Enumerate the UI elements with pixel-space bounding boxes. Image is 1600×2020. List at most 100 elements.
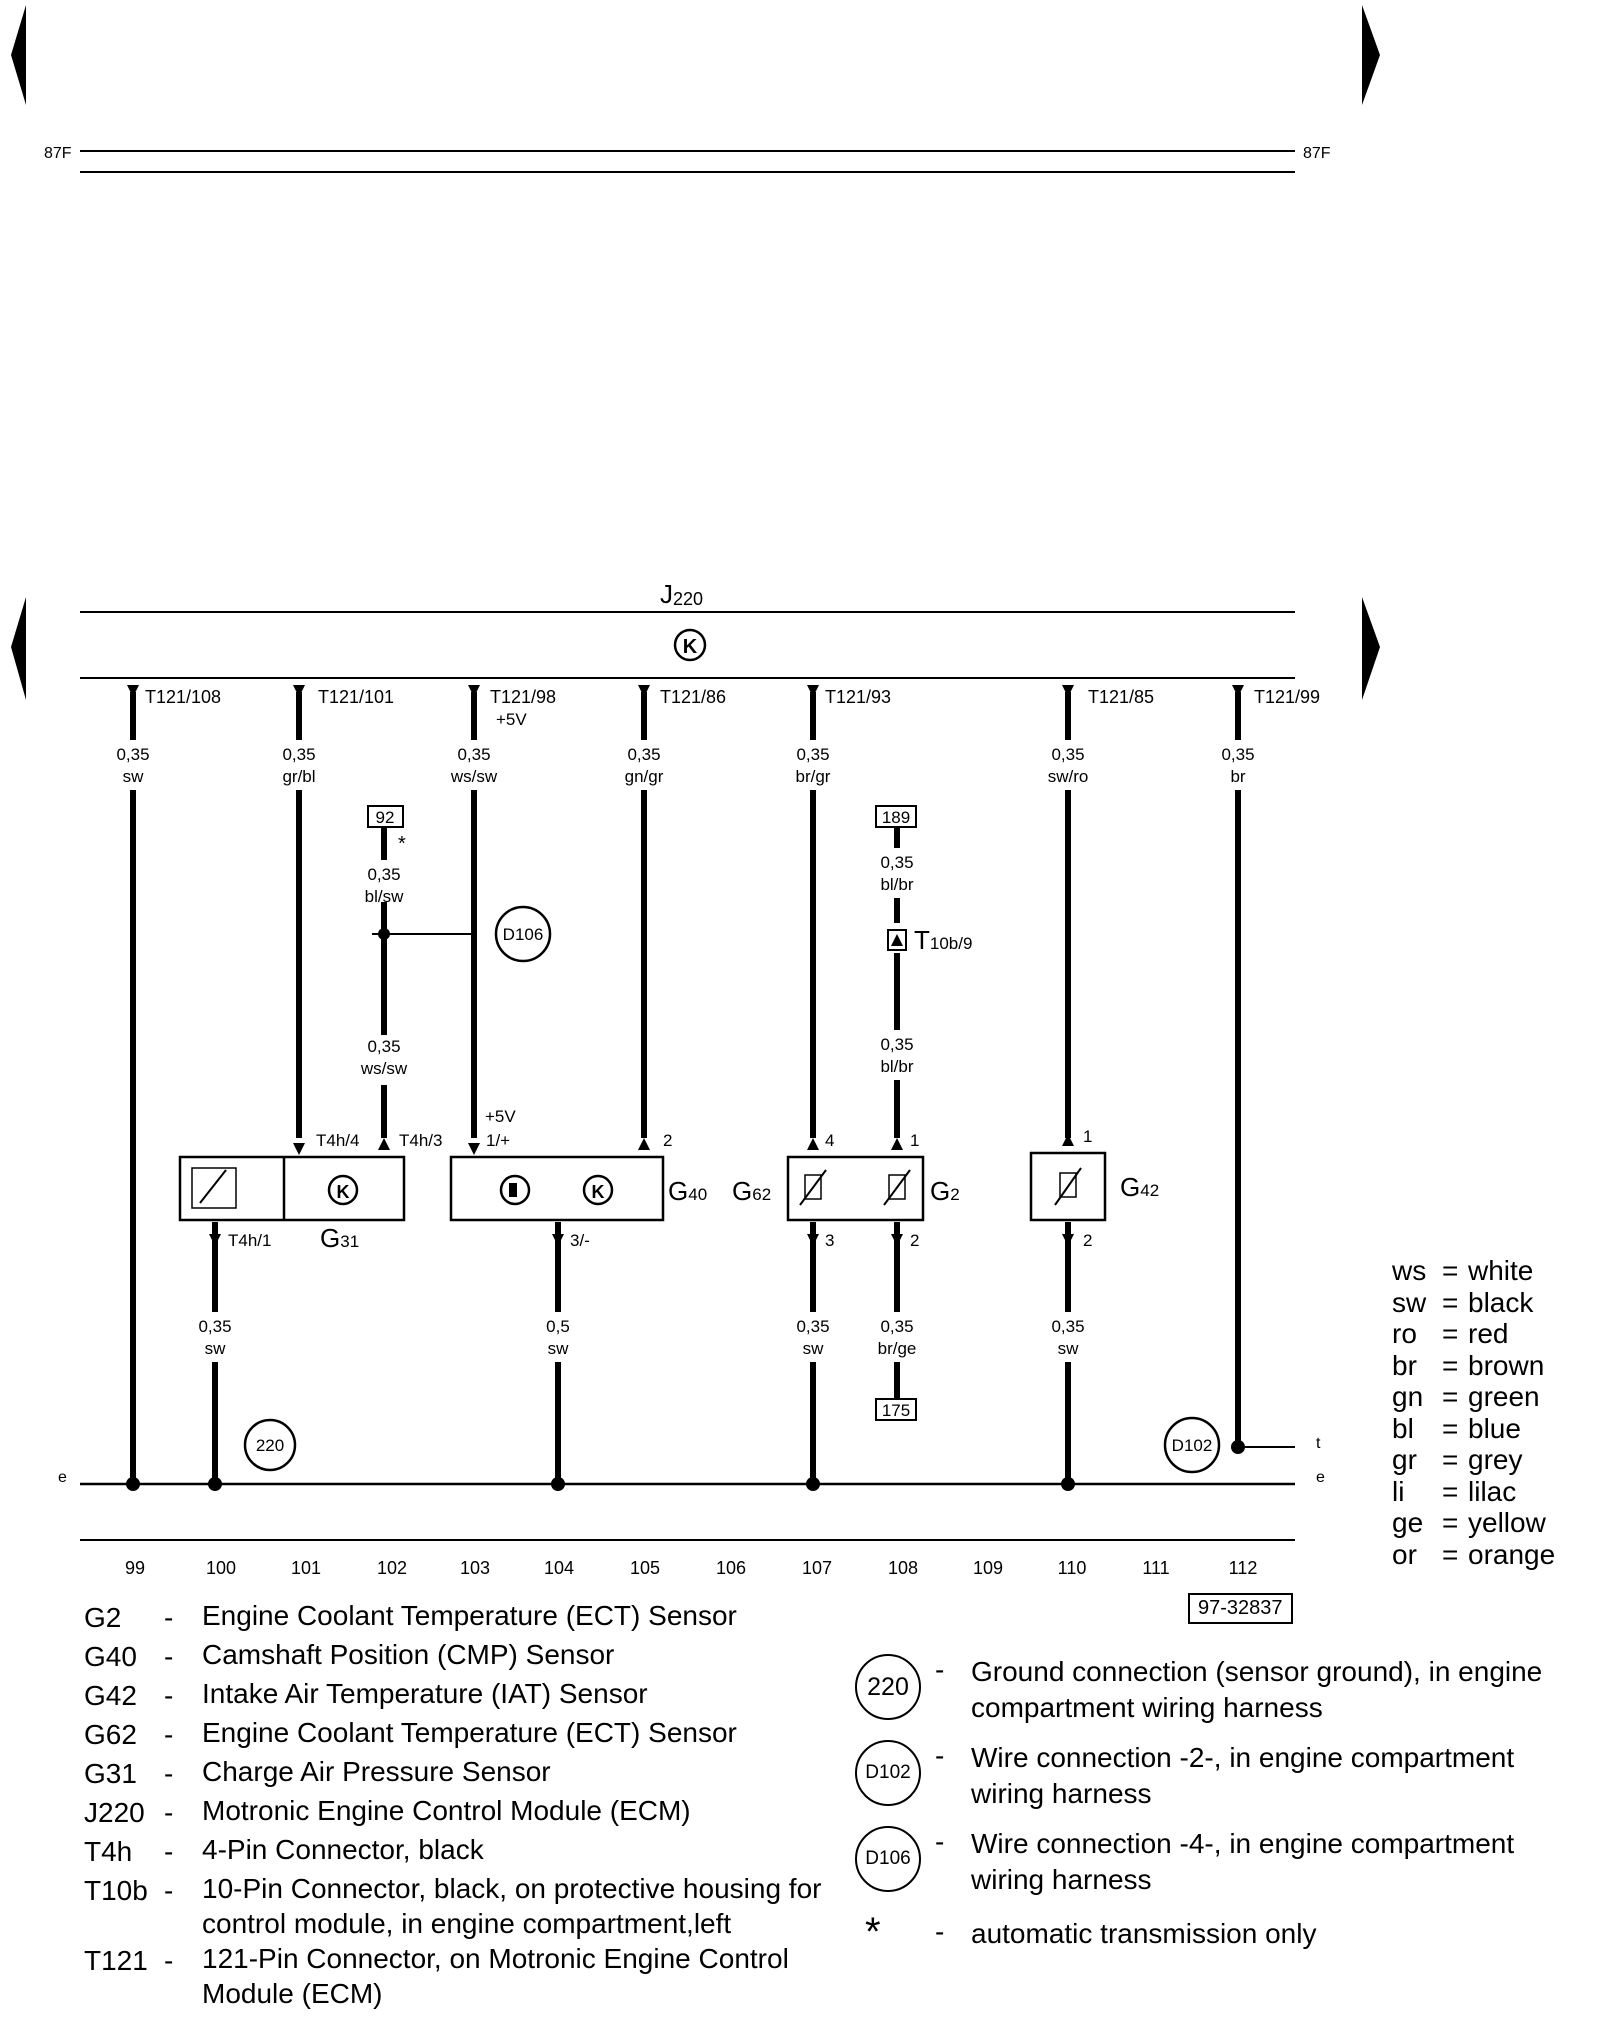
abbr-meaning: red <box>1468 1318 1509 1349</box>
pin-label-107: T121/93 <box>825 687 891 707</box>
ground-legend-row: D102 -Wire connection -2-, in engine com… <box>853 1740 1593 1812</box>
legend-text: Engine Coolant Temperature (ECT) Sensor <box>202 1600 737 1631</box>
wire-color-108b: bl/br <box>880 1057 913 1076</box>
wire-color-102b: ws/sw <box>360 1059 408 1078</box>
abbr-code: ge <box>1392 1507 1424 1538</box>
wire-color-112: br <box>1230 767 1245 786</box>
pin-t4h4: T4h/4 <box>316 1131 359 1150</box>
legend-code: J220 <box>84 1797 145 1828</box>
module-code: J220 <box>660 579 703 609</box>
legend-row: G42-Intake Air Temperature (IAT) Sensor <box>84 1676 864 1715</box>
g31-k-symbol: K <box>337 1182 350 1202</box>
track-111: 111 <box>1142 1558 1169 1578</box>
pin-g40-2: 2 <box>663 1131 672 1150</box>
track-104: 104 <box>544 1558 574 1578</box>
ground-legend: 220 -Ground connection (sensor ground), … <box>853 1654 1593 1998</box>
sensor-g40: K <box>449 1155 665 1222</box>
wire-size-112: 0,35 <box>1221 745 1254 764</box>
abbr-code: or <box>1392 1538 1417 1570</box>
wire-size-107: 0,35 <box>796 745 829 764</box>
pin-g62-4: 4 <box>825 1131 834 1150</box>
pin-g42-1: 1 <box>1083 1127 1092 1146</box>
legend-row: G62-Engine Coolant Temperature (ECT) Sen… <box>84 1715 864 1754</box>
legend-text: Motronic Engine Control Module (ECM) <box>202 1795 691 1826</box>
pin-g2-1: 1 <box>910 1131 919 1150</box>
track-106: 106 <box>716 1558 746 1578</box>
ground-legend-text: Wire connection -2-, in engine compartme… <box>971 1742 1515 1809</box>
abbr-row: gn=green <box>1392 1381 1540 1412</box>
ref-box-189: 189 <box>882 808 910 827</box>
label-g62: G62 <box>732 1176 771 1206</box>
wire-size-110: 0,35 <box>1051 745 1084 764</box>
abbr-code: br <box>1392 1349 1417 1381</box>
header-label-left: 87F <box>44 145 72 162</box>
nav-arrow-right-icon[interactable] <box>1362 5 1380 105</box>
pin-g42-2: 2 <box>1083 1231 1092 1250</box>
legend-row: G31-Charge Air Pressure Sensor <box>84 1754 864 1793</box>
track-112: 112 <box>1229 1558 1258 1578</box>
pin-t4h1: T4h/1 <box>228 1231 271 1250</box>
pin-label-112: T121/99 <box>1254 687 1320 707</box>
nav-arrow-right-icon-lower[interactable] <box>1362 597 1380 700</box>
label-g2: G2 <box>930 1176 960 1206</box>
abbr-row: ge=yellow <box>1392 1507 1546 1538</box>
component-legend: G2-Engine Coolant Temperature (ECT) Sens… <box>84 1598 864 2011</box>
wire-size-102a: 0,35 <box>367 865 400 884</box>
abbr-code: bl <box>1392 1412 1414 1444</box>
wire-color-99: sw <box>123 767 145 786</box>
abbr-row: ro=red <box>1392 1318 1509 1349</box>
ground-legend-row: 220 -Ground connection (sensor ground), … <box>853 1654 1593 1726</box>
sensor-g62-g2 <box>786 1155 925 1222</box>
track-101: 101 <box>291 1558 321 1578</box>
abbr-meaning: grey <box>1468 1444 1523 1475</box>
wire-color-110: sw/ro <box>1048 767 1089 786</box>
wire-size-100: 0,35 <box>198 1317 231 1336</box>
legend-row: G2-Engine Coolant Temperature (ECT) Sens… <box>84 1598 864 1637</box>
abbr-meaning: black <box>1468 1286 1534 1318</box>
ground-d102-icon: D102 <box>855 1740 921 1806</box>
bus-label-t-right: t <box>1316 1435 1321 1452</box>
pin-label-105: T121/86 <box>660 687 726 707</box>
abbr-row: sw=black <box>1392 1286 1534 1318</box>
ref-box-175: 175 <box>882 1401 910 1420</box>
abbr-row: br=brown <box>1392 1349 1545 1381</box>
nav-arrow-left-icon-lower[interactable] <box>11 597 26 700</box>
legend-row: J220-Motronic Engine Control Module (ECM… <box>84 1793 864 1832</box>
ground-d106-icon: D106 <box>855 1826 921 1892</box>
nav-arrow-left-icon[interactable] <box>11 5 26 105</box>
ground-d106-symbol <box>494 905 552 963</box>
label-g40: G40 <box>668 1176 707 1206</box>
track-109: 109 <box>973 1558 1003 1578</box>
legend-text: 121-Pin Connector, on Motronic Engine Co… <box>202 1943 789 2009</box>
wire-size-103: 0,35 <box>457 745 490 764</box>
wire-color-103: ws/sw <box>450 767 498 786</box>
ground-220-icon: 220 <box>855 1654 921 1720</box>
wire-size-99: 0,35 <box>116 745 149 764</box>
bus-label-e-left: e <box>58 1469 67 1486</box>
track-108: 108 <box>888 1558 918 1578</box>
wire-size-108b: 0,35 <box>880 1035 913 1054</box>
legend-code: G40 <box>84 1641 137 1672</box>
legend-text: 4-Pin Connector, black <box>202 1834 484 1865</box>
ground-legend-text: Ground connection (sensor ground), in en… <box>971 1656 1543 1723</box>
abbr-row: or=orange <box>1392 1538 1556 1570</box>
abbr-code: ro <box>1392 1318 1417 1349</box>
wire-color-100: sw <box>205 1339 227 1358</box>
abbr-meaning: yellow <box>1468 1507 1546 1538</box>
abbr-row: ws=white <box>1392 1255 1534 1286</box>
legend-text: Engine Coolant Temperature (ECT) Sensor <box>202 1717 737 1748</box>
reference-number: 97-32837 <box>1188 1593 1293 1624</box>
legend-row: G40-Camshaft Position (CMP) Sensor <box>84 1637 864 1676</box>
pin-g2-2: 2 <box>910 1231 919 1250</box>
wire-color-102a: bl/sw <box>365 887 404 906</box>
abbr-row: li=lilac <box>1392 1475 1517 1507</box>
wire-color-104: sw <box>548 1339 570 1358</box>
wire-size-105: 0,35 <box>627 745 660 764</box>
pin-g62-3: 3 <box>825 1231 834 1250</box>
ground-d102-symbol <box>1163 1416 1221 1474</box>
wire-color-108a: bl/br <box>880 875 913 894</box>
legend-text: 10-Pin Connector, black, on protective h… <box>202 1873 822 1939</box>
wire-size-108a: 0,35 <box>880 853 913 872</box>
ground-legend-text: automatic transmission only <box>971 1918 1317 1949</box>
ground-220-symbol <box>243 1418 297 1472</box>
